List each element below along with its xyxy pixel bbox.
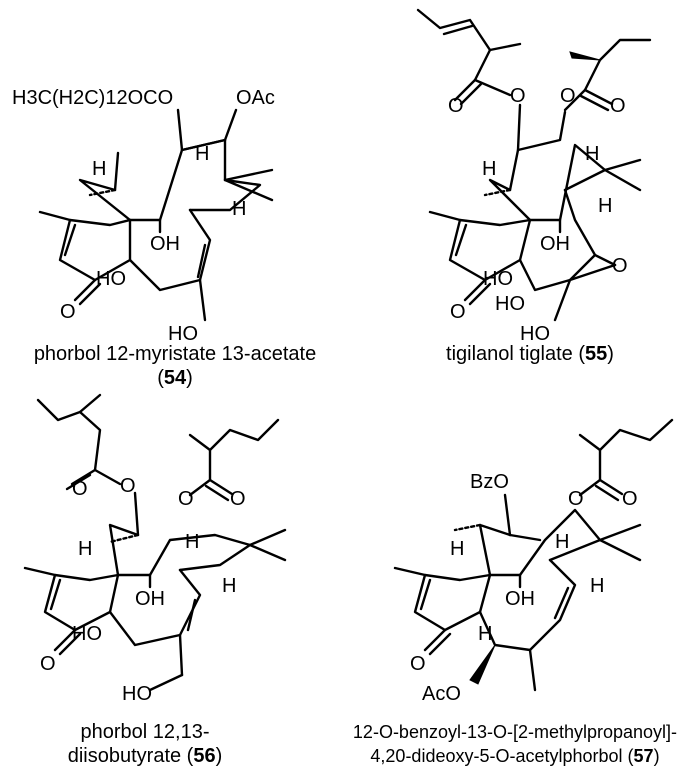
oxygen-carbonyl-a-55: O bbox=[448, 95, 464, 117]
caption-56: phorbol 12,13- diisobutyrate (56) bbox=[0, 720, 290, 768]
substituent-c13-54: OAc bbox=[236, 87, 275, 109]
substituent-oh4-56: HO bbox=[72, 623, 102, 645]
structure-55: O O O O O HO HO OH HO O H H H bbox=[416, 8, 652, 345]
hydrogen-c4-57: H bbox=[478, 623, 492, 645]
oxygen-ester-b-55: O bbox=[560, 85, 576, 107]
substituent-ch2oh-54: HO bbox=[168, 323, 198, 345]
oxygen-ketone-54: O bbox=[60, 301, 76, 323]
compound-number-56: 56 bbox=[193, 745, 216, 767]
caption-55: tigilanol tiglate (55) bbox=[446, 343, 614, 365]
structure-54: H3C(H2C)12OCO OAc O HO OH HO H H H bbox=[12, 87, 275, 345]
hydrogen-c14-56: H bbox=[222, 575, 236, 597]
hydrogen-c8-56: H bbox=[185, 531, 199, 553]
caption-54: phorbol 12-myristate 13-acetate (54) bbox=[0, 342, 350, 390]
hydrogen-c10-54: H bbox=[92, 158, 106, 180]
hydrogen-c14-54: H bbox=[232, 198, 246, 220]
hydrogen-c10-55: H bbox=[482, 158, 496, 180]
oxygen-ester-b-56: O bbox=[178, 488, 194, 510]
substituent-oh9-54: OH bbox=[150, 233, 180, 255]
hydrogen-c10-56: H bbox=[78, 538, 92, 560]
caption-57-line2: 4,20-dideoxy-5-O-acetylphorbol bbox=[370, 746, 623, 766]
caption-56-line1: phorbol 12,13- bbox=[80, 721, 210, 743]
epoxide-oxygen-55: O bbox=[612, 255, 628, 277]
substituent-oh5-55: HO bbox=[495, 293, 525, 315]
substituent-oh9-56: OH bbox=[135, 588, 165, 610]
caption-57: 12-O-benzoyl-13-O-[2-methylpropanoyl]- 4… bbox=[330, 720, 700, 768]
compound-number-55: 55 bbox=[585, 343, 608, 365]
oxygen-ester-a-56: O bbox=[120, 475, 136, 497]
oxygen-carbonyl-57: O bbox=[622, 488, 638, 510]
substituent-c12-57: BzO bbox=[470, 471, 509, 493]
hydrogen-c14-55: H bbox=[598, 195, 612, 217]
substituent-oh9-57: OH bbox=[505, 588, 535, 610]
caption-56-line2: diisobutyrate bbox=[67, 745, 182, 767]
oxygen-ketone-55: O bbox=[450, 301, 466, 323]
oxygen-ester-a-55: O bbox=[510, 85, 526, 107]
structure-56: O O O O O HO OH HO H H H bbox=[23, 393, 287, 705]
compound-number-54: 54 bbox=[163, 367, 187, 389]
hydrogen-c10-57: H bbox=[450, 538, 464, 560]
oxygen-carbonyl-b-56: O bbox=[230, 488, 246, 510]
hydrogen-c8-55: H bbox=[585, 143, 599, 165]
caption-57-line1: 12-O-benzoyl-13-O-[2-methylpropanoyl]- bbox=[352, 722, 678, 742]
oxygen-ketone-56: O bbox=[40, 653, 56, 675]
caption-55-name: tigilanol tiglate bbox=[446, 343, 573, 365]
hydrogen-c8-57: H bbox=[555, 531, 569, 553]
compound-number-57: 57 bbox=[633, 746, 654, 766]
substituent-oh4-55: HO bbox=[483, 268, 513, 290]
substituent-oh4-54: HO bbox=[96, 268, 126, 290]
oxygen-carbonyl-a-56: O bbox=[72, 478, 88, 500]
oxygen-carbonyl-b-55: O bbox=[610, 95, 626, 117]
hydrogen-c8-54: H bbox=[195, 143, 209, 165]
substituent-c5-57: AcO bbox=[422, 683, 461, 705]
structure-57: BzO O O O AcO OH H H H H bbox=[393, 418, 674, 705]
oxygen-ester-57: O bbox=[568, 488, 584, 510]
substituent-c12-54: H3C(H2C)12OCO bbox=[12, 87, 173, 109]
hydrogen-c14-57: H bbox=[590, 575, 604, 597]
substituent-ch2oh-55: HO bbox=[520, 323, 550, 345]
oxygen-ketone-57: O bbox=[410, 653, 426, 675]
caption-54-name: phorbol 12-myristate 13-acetate bbox=[33, 343, 317, 365]
substituent-ch2oh-56: HO bbox=[122, 683, 152, 705]
substituent-oh9-55: OH bbox=[540, 233, 570, 255]
